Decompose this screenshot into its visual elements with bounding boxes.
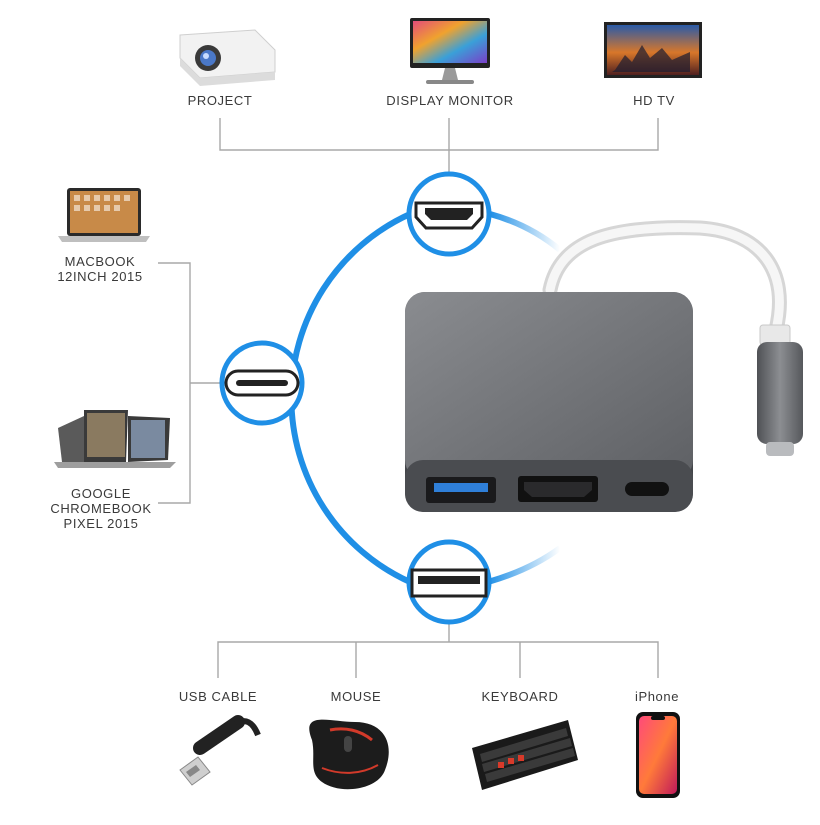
- usb-c-hub: [405, 292, 693, 512]
- label-project: PROJECT: [187, 93, 253, 108]
- usb-a-port-circle: [406, 539, 492, 625]
- hub-usb-c-port: [625, 482, 669, 496]
- label-macbook-line1: MACBOOK: [64, 254, 136, 269]
- connector-lines: [158, 118, 659, 678]
- label-macbook-line2: 12INCH 2015: [57, 269, 143, 284]
- monitor-icon: [410, 18, 490, 84]
- iphone-icon: [636, 712, 680, 798]
- type-c-cable: [542, 220, 803, 456]
- hdmi-port-circle: [406, 171, 492, 257]
- hdmi-port-icon: [414, 201, 484, 230]
- label-chromebook-line2: CHROMEBOOK: [50, 501, 152, 516]
- label-display-monitor: DISPLAY MONITOR: [386, 93, 514, 108]
- label-macbook: MACBOOK 12INCH 2015: [40, 254, 160, 284]
- macbook-icon: [58, 188, 150, 242]
- label-keyboard: KEYBOARD: [481, 689, 559, 704]
- label-mouse: MOUSE: [330, 689, 382, 704]
- label-iphone: iPhone: [634, 689, 680, 704]
- top-bracket: [219, 118, 659, 151]
- label-hd-tv: HD TV: [633, 93, 675, 108]
- bottom-drops: [355, 642, 521, 678]
- bottom-bracket: [217, 641, 659, 678]
- usb-c-port-circle: [219, 340, 305, 426]
- hd-tv-icon: [604, 22, 702, 78]
- usb-cable-icon: [179, 715, 261, 786]
- usb-c-port-icon: [224, 369, 300, 397]
- label-chromebook-line1: GOOGLE: [71, 486, 131, 501]
- keyboard-icon: [472, 720, 578, 790]
- label-chromebook-line3: PIXEL 2015: [63, 516, 139, 531]
- usb-a-port-icon: [410, 568, 488, 598]
- label-chromebook: GOOGLE CHROMEBOOK PIXEL 2015: [36, 486, 166, 531]
- chromebook-icon: [54, 410, 176, 468]
- mouse-icon: [309, 719, 389, 790]
- projector-icon: [179, 29, 276, 86]
- label-usb-cable: USB CABLE: [178, 689, 258, 704]
